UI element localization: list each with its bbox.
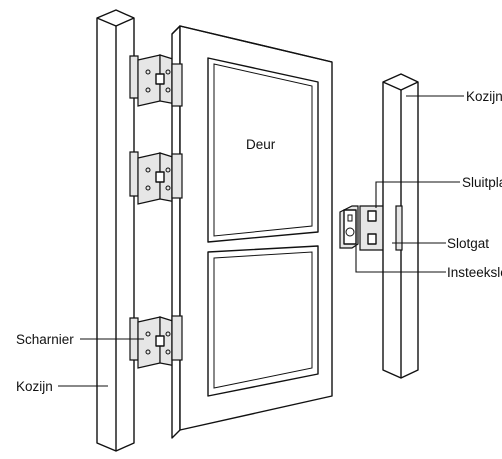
mortise-lock [339, 205, 359, 249]
leader-lines [58, 95, 464, 387]
hinge-middle [137, 152, 177, 205]
leader-strike-plate [375, 181, 460, 208]
door-leaf [171, 25, 333, 439]
right-frame-post [382, 73, 419, 379]
hinge-bottom [137, 316, 177, 369]
strike-plate-label: Sluitplaat [462, 175, 502, 190]
hinge-top [137, 54, 177, 107]
hinge-label: Scharnier [16, 332, 74, 347]
left-frame-post [96, 9, 139, 452]
door-label: Deur [246, 137, 276, 152]
strike-hole-label: Slotgat [447, 236, 489, 251]
leader-mortise-lock [355, 246, 446, 273]
frame-right-label: Kozijn [466, 89, 502, 104]
frame-left-label: Kozijn [16, 379, 53, 394]
mortise-lock-label: Insteekslot [447, 265, 502, 280]
